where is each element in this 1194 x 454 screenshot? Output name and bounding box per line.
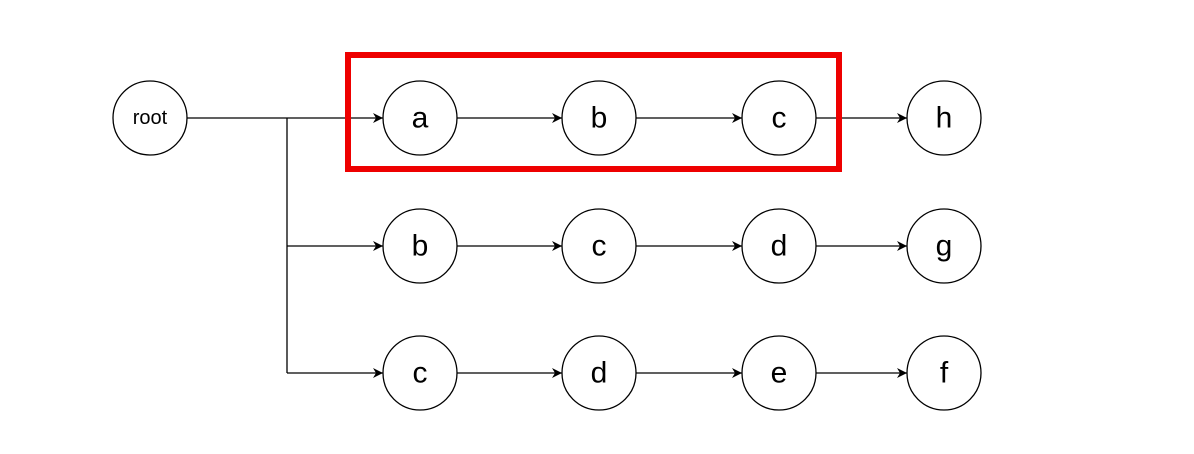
highlight-box (345, 52, 842, 172)
node-label-2-1: d (591, 357, 608, 390)
node-label-1-3: g (936, 230, 953, 263)
node-label-0-0: a (412, 102, 429, 135)
node-0-1 (561, 80, 637, 156)
node-label-0-3: h (936, 102, 953, 135)
node-2-0 (382, 335, 458, 411)
root-node-label: root (133, 107, 168, 129)
node-1-0 (382, 208, 458, 284)
node-label-1-2: d (771, 230, 788, 263)
node-2-1 (561, 335, 637, 411)
node-0-2 (741, 80, 817, 156)
node-label-2-2: e (771, 357, 788, 390)
node-1-2 (741, 208, 817, 284)
node-label-2-0: c (413, 357, 428, 390)
node-label-0-2: c (772, 102, 787, 135)
node-label-2-3: f (940, 357, 949, 390)
root-node (112, 80, 188, 156)
node-label-1-1: c (592, 230, 607, 263)
node-0-0 (382, 80, 458, 156)
node-label-1-0: b (412, 230, 429, 263)
nodes: root a b c h b c d g c d e f (112, 80, 982, 411)
edges (187, 113, 907, 378)
node-0-3 (906, 80, 982, 156)
node-2-3 (906, 335, 982, 411)
node-1-1 (561, 208, 637, 284)
node-1-3 (906, 208, 982, 284)
node-2-2 (741, 335, 817, 411)
node-label-0-1: b (591, 102, 608, 135)
